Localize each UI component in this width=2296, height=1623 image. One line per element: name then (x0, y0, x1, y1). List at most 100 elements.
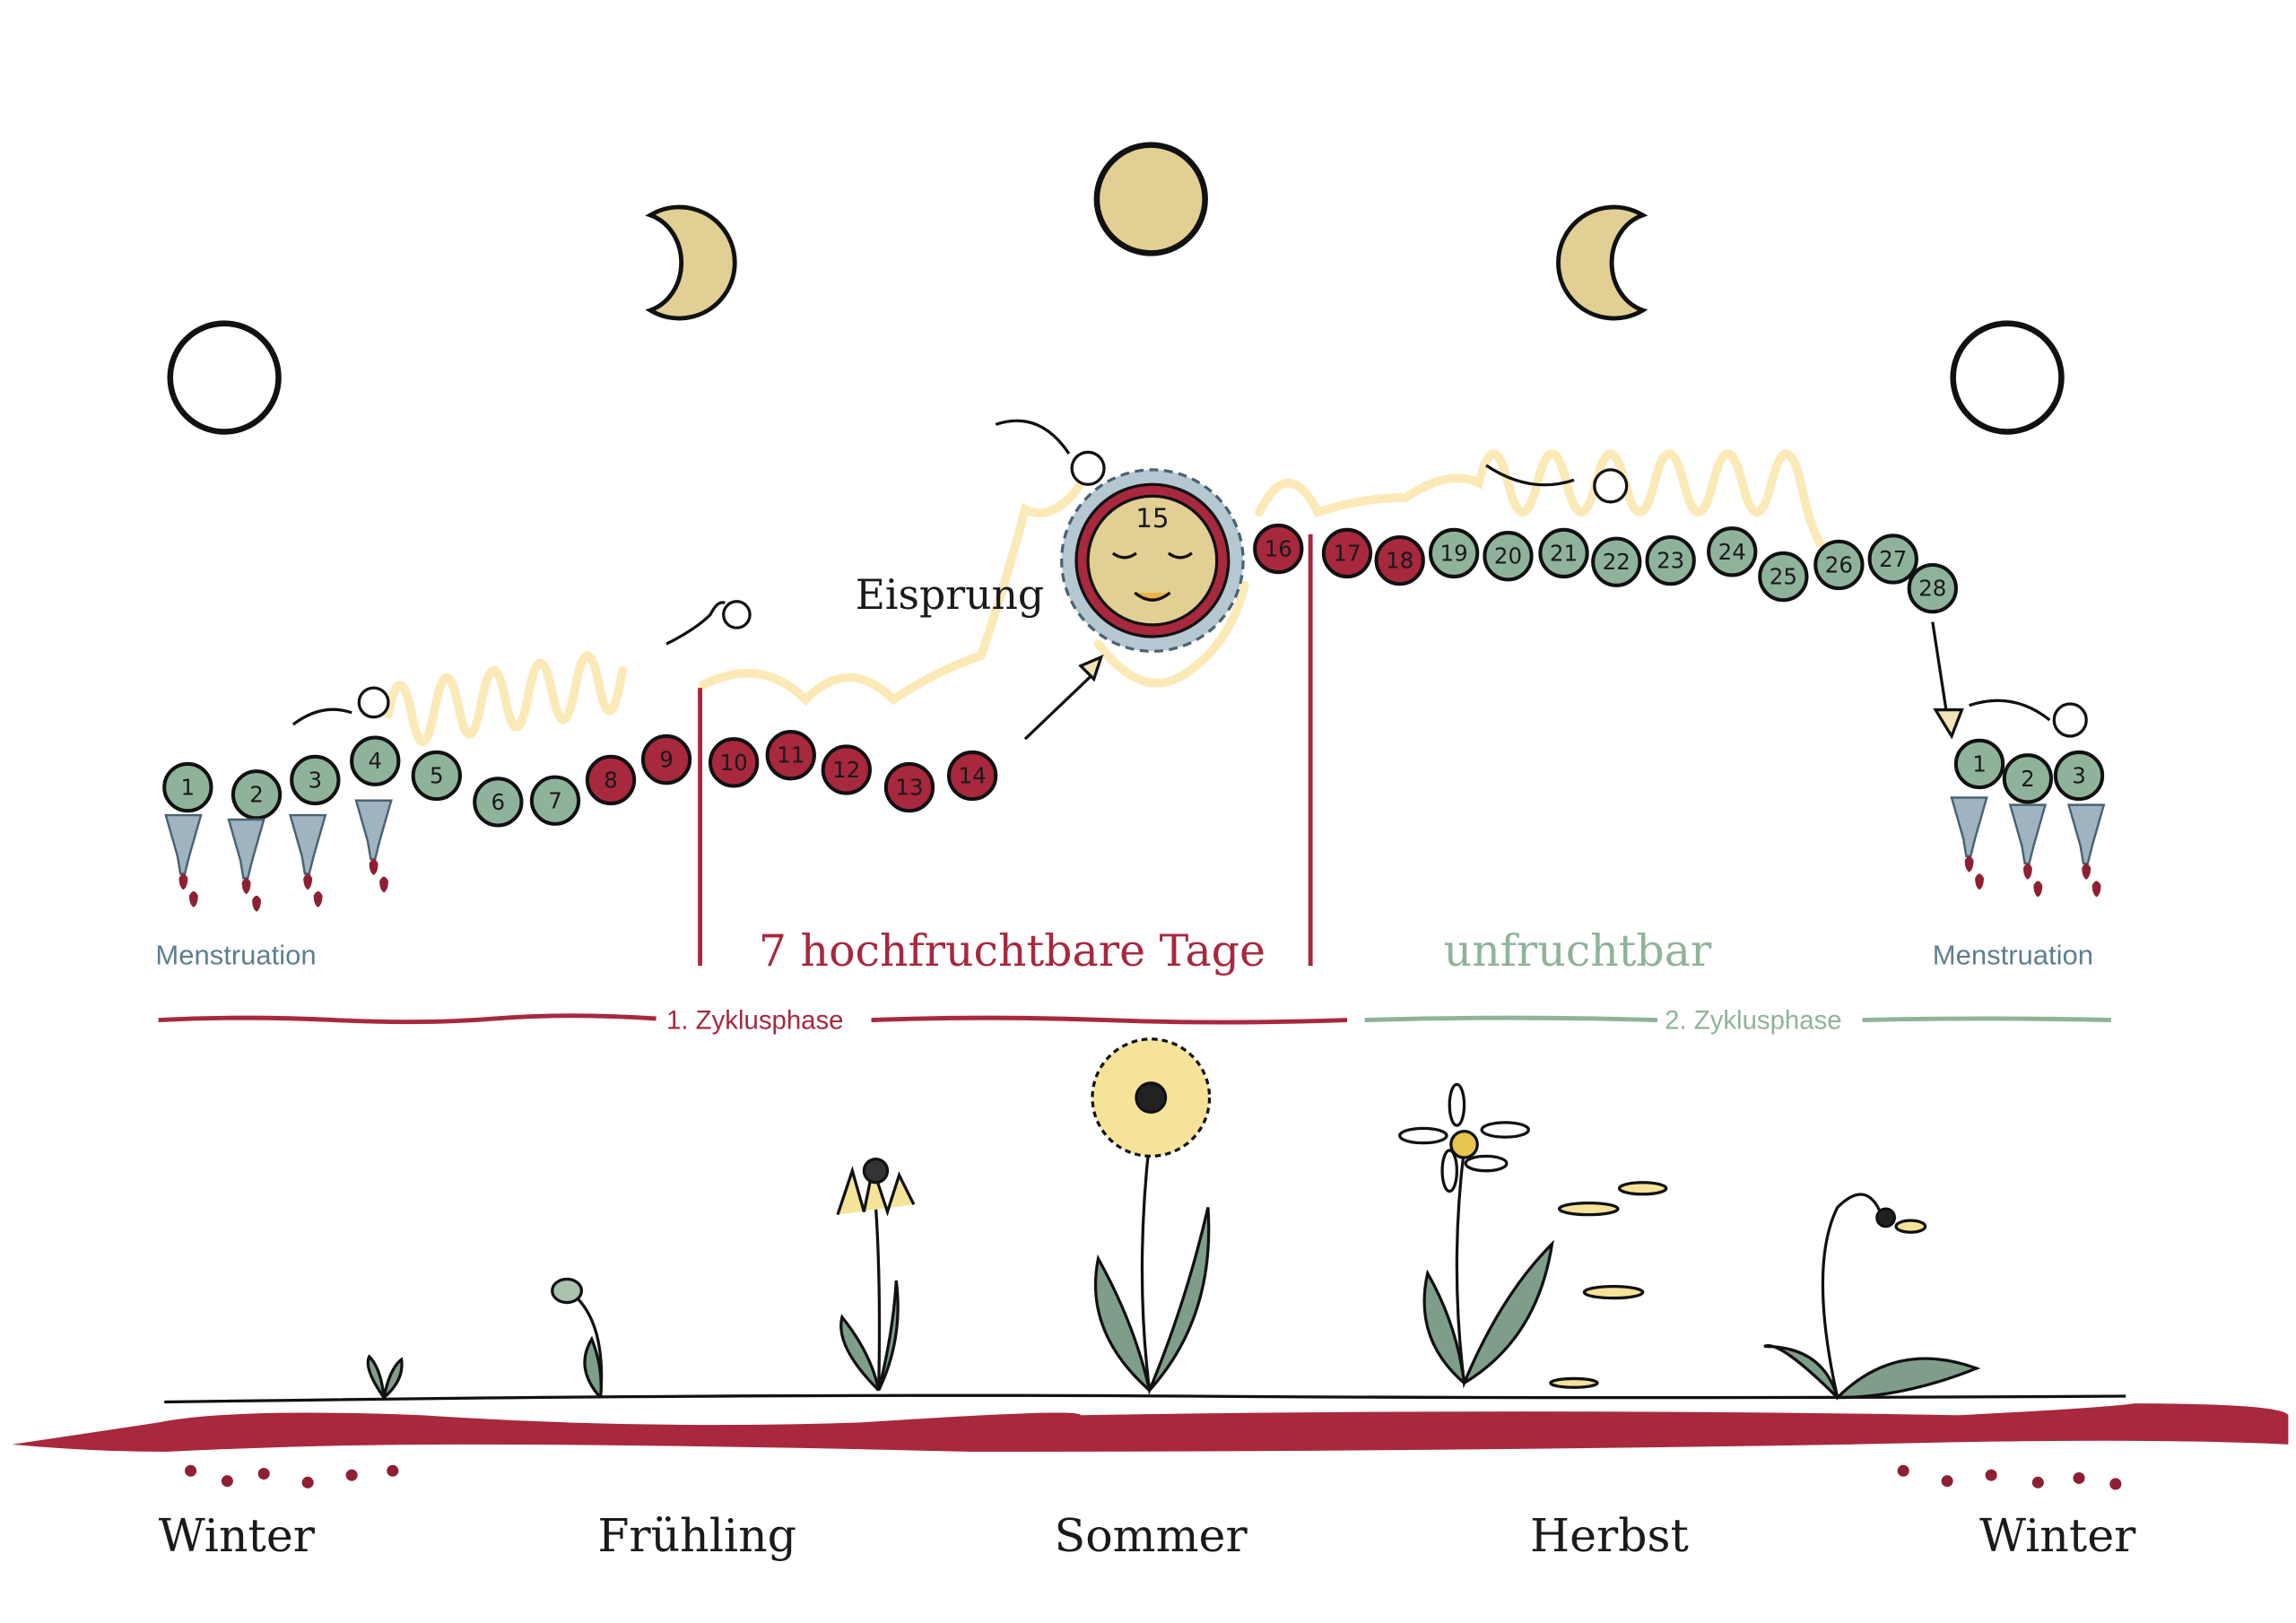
phase2-line (1364, 1015, 2111, 1023)
day-circle (821, 744, 872, 795)
day-circle (1867, 534, 1918, 585)
day-circle (1758, 551, 1809, 603)
day-circle (1591, 536, 1642, 587)
arrow-icon (1023, 621, 1964, 741)
ovulation-label: Eisprung (856, 571, 1045, 619)
day-number: 14 (959, 763, 987, 789)
day-circle (1253, 523, 1304, 575)
day-number: 28 (1918, 576, 1946, 602)
day-number: 27 (1879, 546, 1907, 572)
day-number: 11 (777, 742, 804, 768)
sperm-icon (1969, 699, 2088, 738)
season-spring: Frühling (597, 1509, 796, 1562)
day-19-marker: 19 (1428, 527, 1480, 579)
day-circle (708, 737, 760, 788)
day-circle (473, 777, 524, 828)
day-14-marker: 14 (946, 750, 998, 802)
day-1-marker: 1 (1953, 738, 2005, 790)
day-26-marker: 26 (1813, 539, 1865, 591)
waxing-crescent-icon (645, 204, 737, 321)
seasons: Winter Frühling Sommer Herbst Winter (159, 1509, 2136, 1562)
menstrual-cup-icon (2066, 803, 2106, 898)
day-20-marker: 20 (1483, 531, 1534, 582)
day-number: 22 (1603, 549, 1631, 575)
day-27-marker: 27 (1867, 534, 1918, 585)
day-8-marker: 8 (585, 754, 637, 806)
day-7-marker: 7 (529, 775, 581, 826)
infertile-label: unfruchtbar (1444, 925, 1712, 976)
menstrual-cup-icon (227, 818, 265, 912)
phase1-label: 1. Zyklusphase (666, 1005, 843, 1035)
day-4-marker: 4 (350, 735, 401, 786)
season-winter-start: Winter (159, 1509, 316, 1562)
day-number: 2 (2021, 766, 2035, 792)
day-number: 4 (368, 748, 382, 774)
ground-line (164, 1393, 2126, 1404)
day-number: 3 (2072, 763, 2086, 789)
day-number: 21 (1550, 540, 1578, 566)
moon-phases (167, 142, 2065, 435)
day-circle (640, 733, 692, 785)
day-circle (1428, 527, 1480, 579)
menstrual-cup-icon (288, 813, 327, 907)
day-circle (1483, 531, 1534, 582)
day-number: 18 (1386, 548, 1413, 574)
day-1-marker: 1 (162, 761, 213, 813)
day-number: 23 (1657, 548, 1684, 574)
day-21-marker: 21 (1538, 527, 1589, 579)
day-23-marker: 23 (1645, 534, 1696, 586)
day-number: 24 (1718, 539, 1746, 565)
day-circle (411, 750, 462, 802)
day-12-marker: 12 (821, 744, 872, 795)
menstrual-cups (164, 796, 2106, 912)
sunflower-icon (1091, 1037, 1212, 1395)
season-summer: Sommer (1055, 1509, 1248, 1562)
day-10-marker: 10 (708, 737, 760, 788)
sperm-path (384, 449, 1842, 747)
day-2-marker: 2 (230, 769, 283, 820)
day-circle (1907, 562, 1958, 614)
blood-band (12, 1403, 2289, 1453)
day-6-marker: 6 (473, 777, 524, 828)
menstrual-cup-icon (2008, 803, 2048, 898)
new-moon-icon (1950, 320, 2065, 435)
sperm-icon (995, 419, 1106, 486)
menstruation-label-right: Menstruation (1933, 940, 2093, 971)
sperm-figures (291, 419, 2088, 738)
day-circle (290, 754, 341, 806)
day-number: 25 (1770, 564, 1797, 590)
menstrual-cup-icon (1950, 796, 1988, 890)
sprout-icon (366, 1354, 404, 1399)
phase2-label: 2. Zyklusphase (1665, 1005, 1841, 1035)
blood-drops (185, 1464, 2122, 1490)
day-number: 9 (659, 747, 674, 773)
sperm-icon (665, 600, 752, 646)
day-number: 5 (430, 763, 444, 789)
day-number: 1 (1972, 751, 1987, 777)
wilted-flower-icon (1763, 1193, 1981, 1401)
day-number: 17 (1333, 540, 1361, 566)
day-circle (1321, 527, 1373, 579)
day-circle (1374, 534, 1425, 586)
day-11-marker: 11 (765, 730, 816, 781)
day-13-marker: 13 (883, 761, 935, 813)
day-circle (2002, 753, 2054, 804)
sperm-icon (1485, 464, 1629, 504)
day-number: 8 (604, 767, 618, 793)
day-number: 3 (309, 767, 323, 793)
season-autumn: Herbst (1530, 1509, 1689, 1562)
season-winter-end: Winter (1979, 1509, 2136, 1562)
day-17-marker: 17 (1321, 527, 1373, 579)
day-circle (883, 761, 935, 813)
sperm-icon (291, 686, 390, 726)
day-circle (2053, 750, 2105, 802)
fertile-days-label: 7 hochfruchtbare Tage (759, 925, 1265, 976)
daisy-icon (1398, 1082, 1554, 1389)
day-circle (946, 750, 998, 802)
day-2-marker: 2 (2002, 753, 2054, 804)
menstrual-cup-icon (164, 813, 203, 907)
day-18-marker: 18 (1374, 534, 1425, 586)
day-number: 2 (249, 782, 264, 808)
